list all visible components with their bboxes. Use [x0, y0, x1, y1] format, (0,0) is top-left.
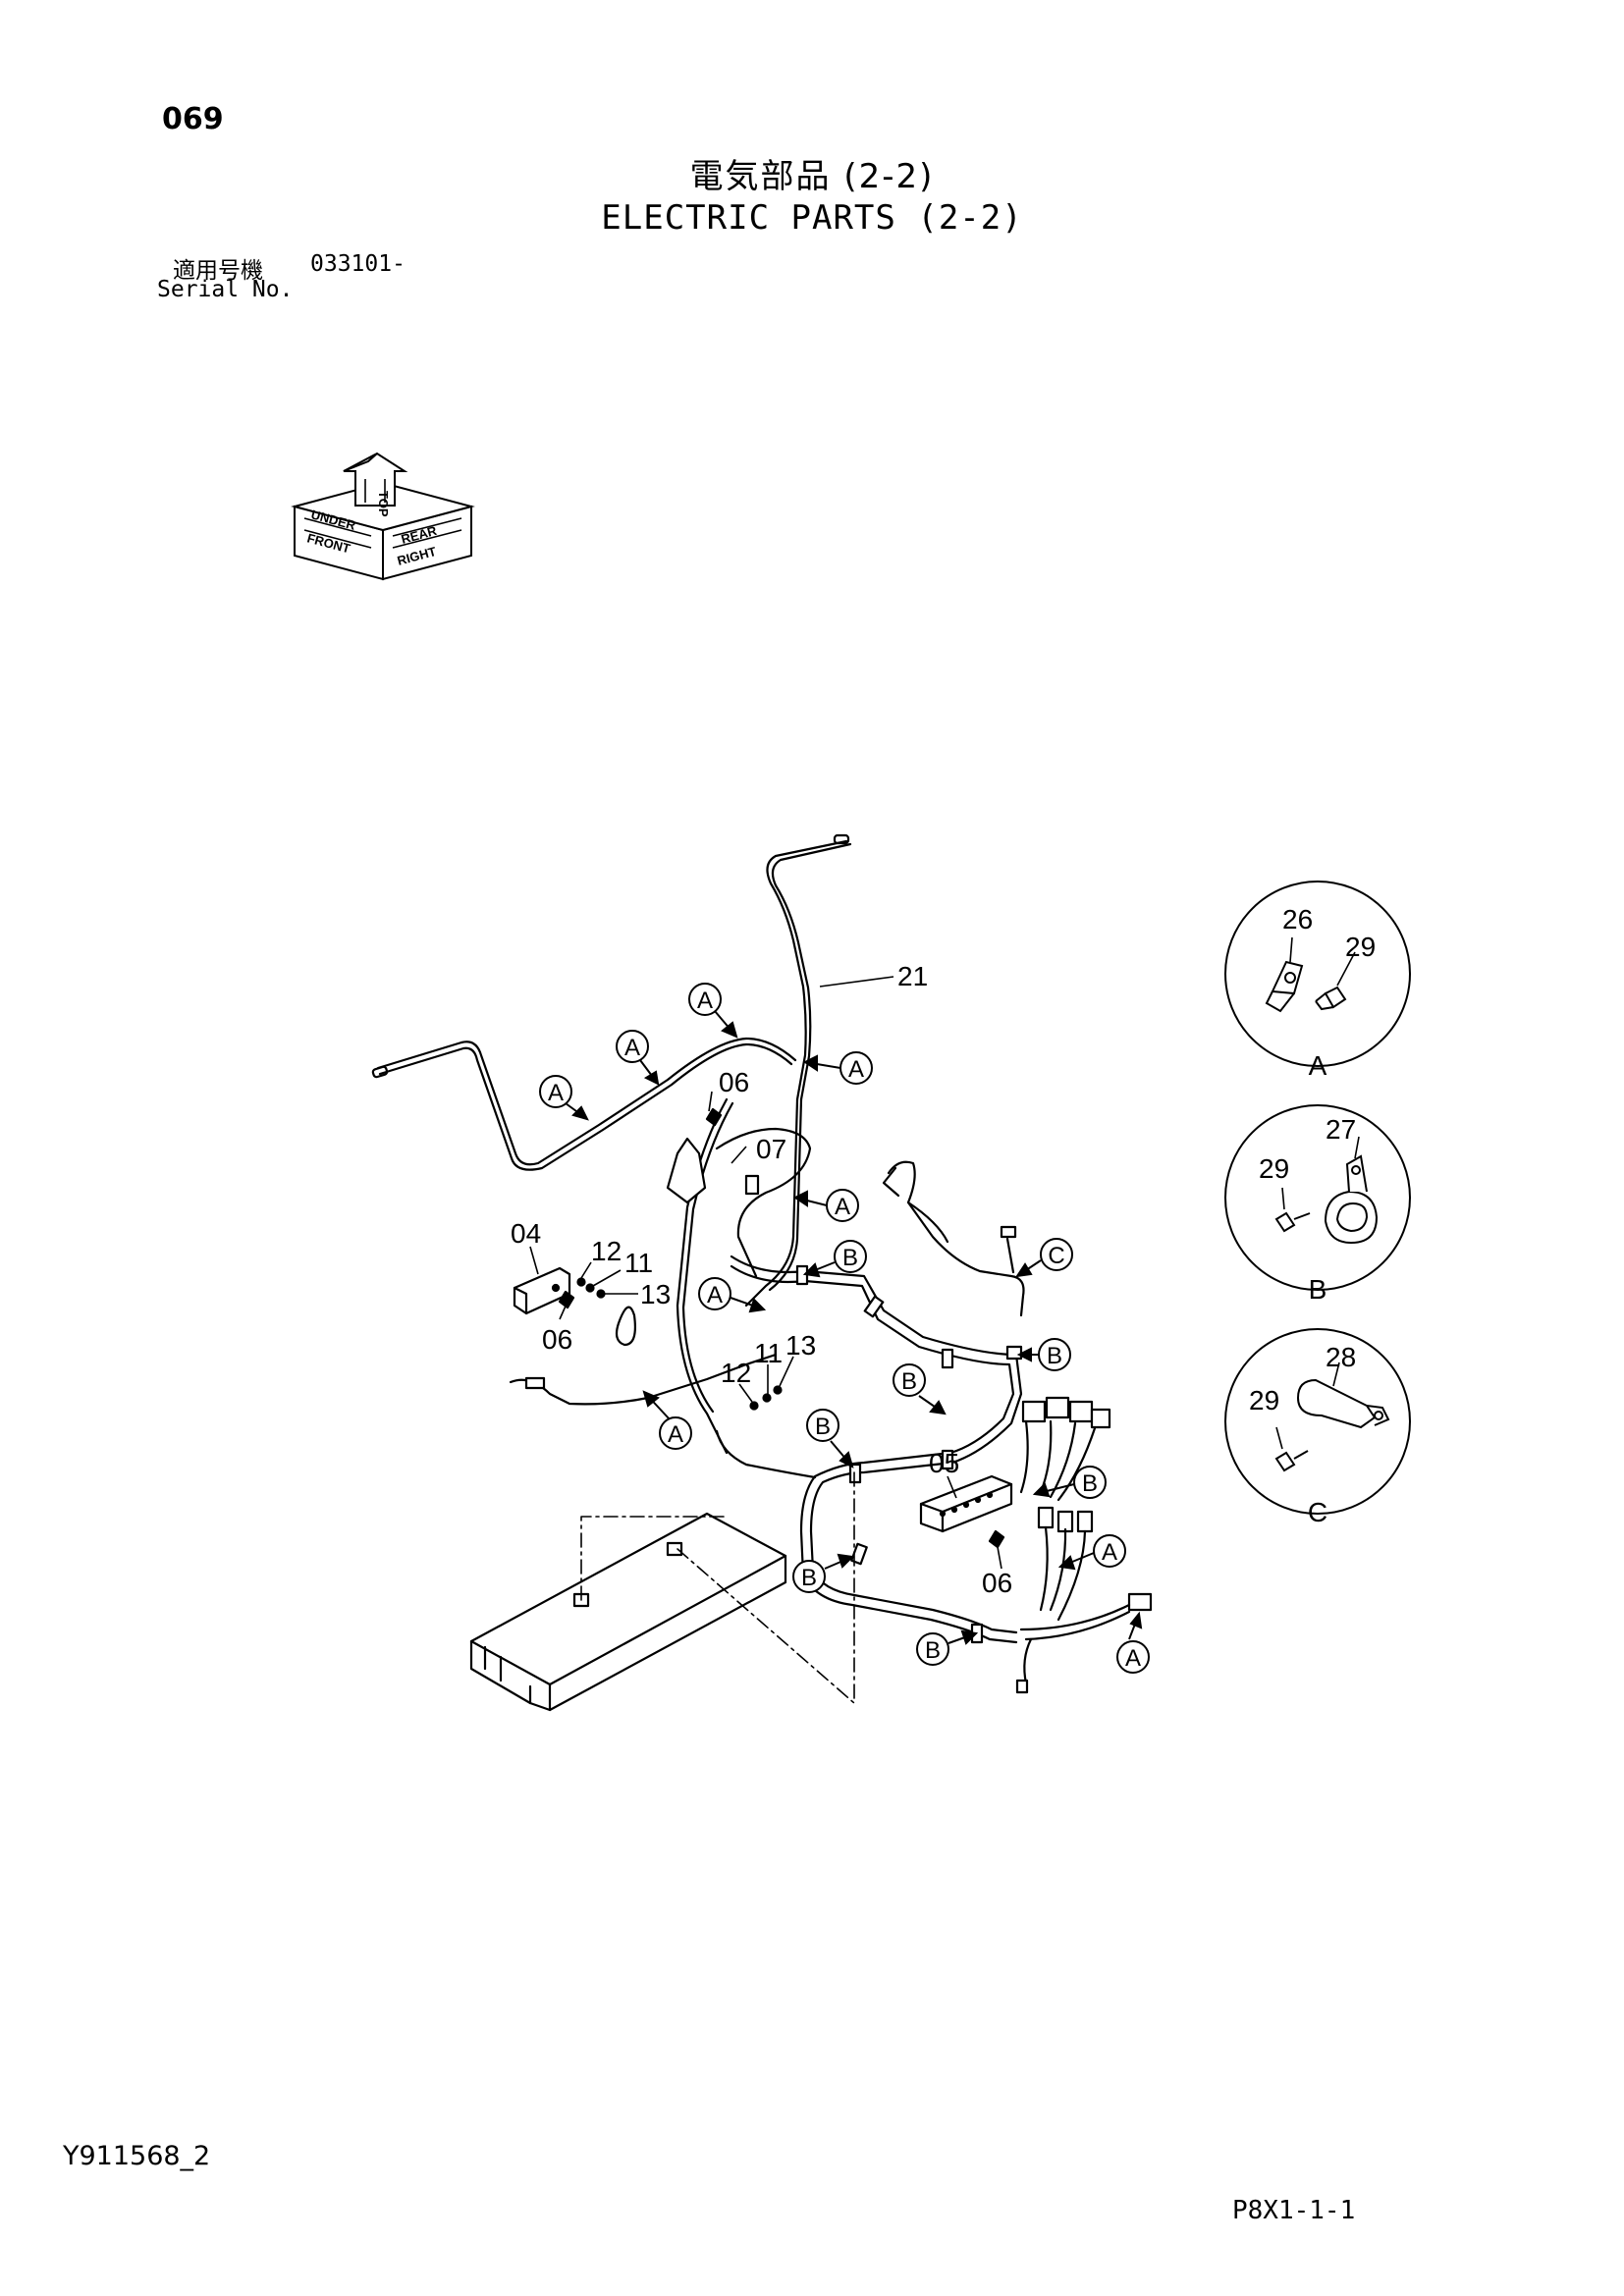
- svg-text:A: A: [835, 1194, 850, 1220]
- detail-a: [1224, 881, 1411, 1067]
- detail-a-part-29: 29: [1345, 932, 1376, 962]
- detail-c-letter: C: [1308, 1497, 1327, 1527]
- callout-b-1: B: [802, 1240, 867, 1278]
- svg-text:A: A: [1102, 1539, 1117, 1566]
- svg-text:B: B: [925, 1637, 941, 1664]
- detail-a-part-26: 26: [1282, 904, 1313, 934]
- callout-a-9: A: [1116, 1611, 1150, 1674]
- serial-label-english: Serial No.: [157, 277, 294, 302]
- callout-a-4: A: [803, 1051, 873, 1085]
- orientation-icon: UNDER TOP FRONT REAR RIGHT: [291, 452, 475, 581]
- part-label-04: 04: [511, 1218, 541, 1249]
- title-japanese: 電気部品 (2-2): [689, 157, 935, 196]
- svg-text:A: A: [624, 1035, 640, 1061]
- detail-b: [1224, 1104, 1411, 1291]
- callout-b-4: B: [806, 1409, 854, 1468]
- callout-a-7: A: [642, 1390, 692, 1450]
- callout-c-1: C: [1014, 1238, 1073, 1278]
- callout-a-8: A: [1057, 1534, 1126, 1571]
- leader-lines: [529, 976, 1002, 1570]
- detail-b-part-27: 27: [1326, 1114, 1356, 1145]
- svg-text:A: A: [1125, 1645, 1141, 1672]
- detail-c-part-29: 29: [1249, 1385, 1279, 1415]
- part-label-06-left: 06: [542, 1324, 572, 1355]
- part-label-07: 07: [756, 1134, 786, 1164]
- svg-text:C: C: [1048, 1243, 1064, 1269]
- svg-text:B: B: [1082, 1470, 1098, 1497]
- document-code: Y911568_2: [63, 2141, 211, 2171]
- svg-text:B: B: [1047, 1343, 1062, 1369]
- callout-a-1: A: [539, 1075, 589, 1121]
- part-label-06-upper: 06: [719, 1067, 749, 1097]
- page-number: 069: [162, 102, 224, 136]
- title-english: ELECTRIC PARTS (2-2): [601, 198, 1023, 238]
- harness-drawing: [371, 833, 1153, 1712]
- part-label-11-lower: 11: [754, 1338, 783, 1368]
- detail-b-letter: B: [1309, 1274, 1327, 1305]
- callout-a-3: A: [688, 983, 738, 1039]
- reference-code: P8X1-1-1: [1232, 2196, 1356, 2225]
- callouts: A A A A A A A: [539, 983, 1150, 1674]
- part-label-21: 21: [897, 961, 928, 991]
- part-label-06-lower: 06: [982, 1568, 1012, 1598]
- svg-text:A: A: [848, 1056, 864, 1083]
- detail-c: [1224, 1328, 1411, 1515]
- part-label-12-upper: 12: [591, 1236, 622, 1266]
- part-label-12-lower: 12: [721, 1358, 751, 1388]
- svg-text:B: B: [842, 1245, 858, 1271]
- svg-text:A: A: [548, 1080, 564, 1106]
- part-label-13-lower: 13: [785, 1330, 816, 1361]
- callout-b-2: B: [1016, 1338, 1071, 1371]
- orientation-label-top: TOP: [376, 491, 391, 517]
- svg-text:B: B: [901, 1368, 917, 1395]
- callout-a-6: A: [698, 1277, 767, 1313]
- serial-value: 033101-: [310, 251, 406, 277]
- detail-views: 26 29 A 29 27 B 28 29 C: [1224, 881, 1411, 1527]
- serial-label-japanese: 適用号機: [173, 258, 263, 284]
- callout-b-5: B: [1032, 1466, 1107, 1499]
- part-label-13-upper: 13: [640, 1279, 671, 1309]
- callout-b-3: B: [893, 1363, 947, 1415]
- part-label-05: 05: [929, 1448, 959, 1478]
- detail-b-part-29: 29: [1259, 1153, 1289, 1184]
- svg-text:B: B: [801, 1565, 817, 1591]
- callout-b-6: B: [792, 1553, 855, 1593]
- svg-text:A: A: [697, 988, 713, 1014]
- svg-text:B: B: [815, 1414, 831, 1440]
- svg-text:A: A: [707, 1282, 723, 1308]
- svg-text:A: A: [668, 1421, 683, 1448]
- part-label-11-upper: 11: [624, 1248, 653, 1278]
- callout-a-2: A: [616, 1030, 660, 1086]
- detail-a-letter: A: [1309, 1050, 1327, 1081]
- callout-a-5: A: [793, 1189, 859, 1222]
- detail-c-part-28: 28: [1326, 1342, 1356, 1372]
- callout-b-7: B: [916, 1629, 979, 1666]
